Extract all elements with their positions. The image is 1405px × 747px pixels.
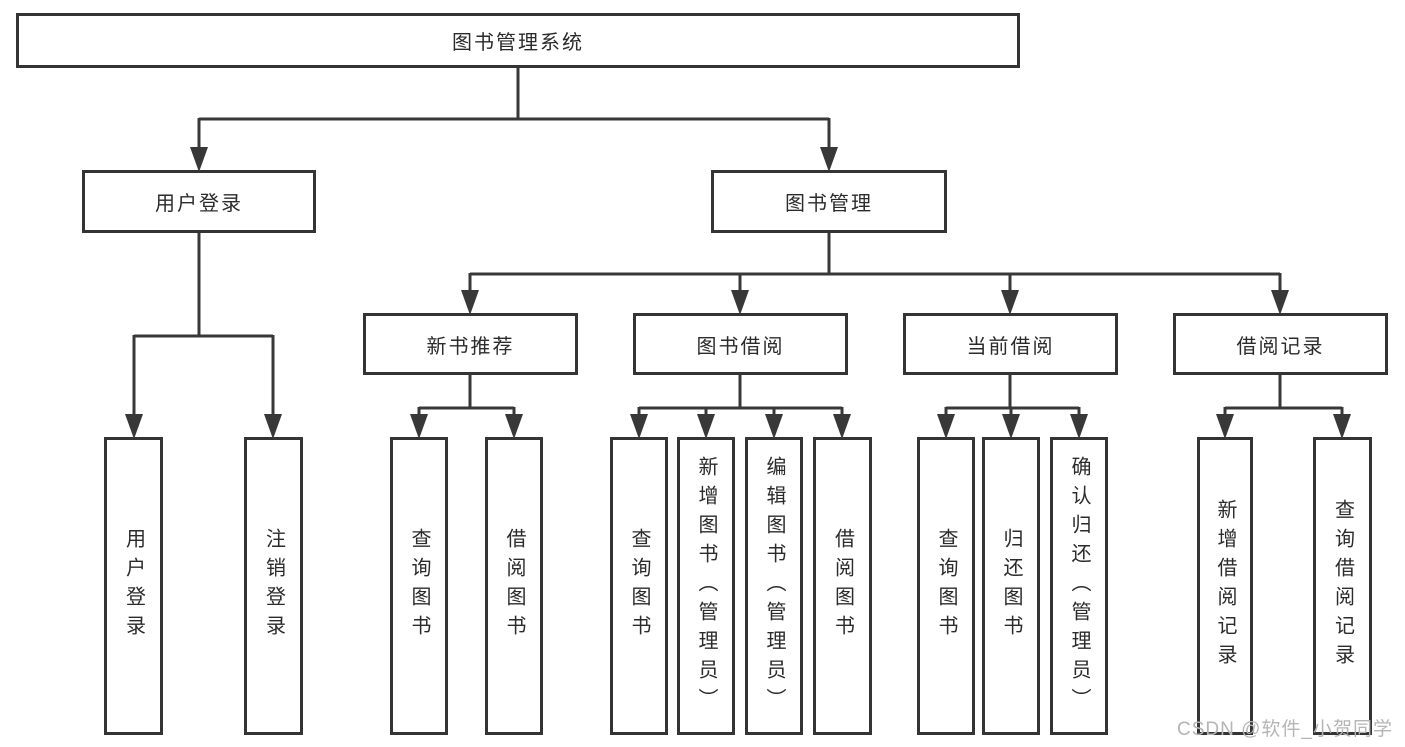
node-book-borrow: 图书借阅 [633, 313, 848, 375]
leaf-newbook-borrow-books: 借阅图书 [485, 437, 543, 735]
node-user-login: 用户登录 [82, 170, 316, 233]
leaf-confirm-return-admin: 确认归还（管理员） [1050, 437, 1108, 735]
node-borrow-record: 借阅记录 [1173, 313, 1388, 375]
leaf-edit-books-admin: 编辑图书（管理员） [745, 437, 803, 735]
connector-paths [132, 68, 1344, 435]
node-library-management-system: 图书管理系统 [16, 13, 1020, 68]
leaf-borrow-query-books: 查询图书 [610, 437, 668, 735]
leaf-query-borrow-record: 查询借阅记录 [1313, 437, 1372, 735]
arrowheads [125, 147, 1351, 439]
node-new-book-recommend: 新书推荐 [363, 313, 578, 375]
leaf-user-login: 用户登录 [104, 437, 163, 735]
leaf-current-query-books: 查询图书 [917, 437, 975, 735]
leaf-add-borrow-record: 新增借阅记录 [1197, 437, 1253, 735]
node-book-management: 图书管理 [711, 170, 947, 233]
leaf-newbook-query-books: 查询图书 [390, 437, 448, 735]
node-current-borrow: 当前借阅 [903, 313, 1118, 375]
leaf-logout: 注销登录 [244, 437, 303, 735]
leaf-add-books-admin: 新增图书（管理员） [677, 437, 735, 735]
leaf-borrow-borrow-books: 借阅图书 [813, 437, 872, 735]
watermark: CSDN @软件_小贺同学 [1177, 719, 1393, 740]
leaf-return-books: 归还图书 [982, 437, 1040, 735]
